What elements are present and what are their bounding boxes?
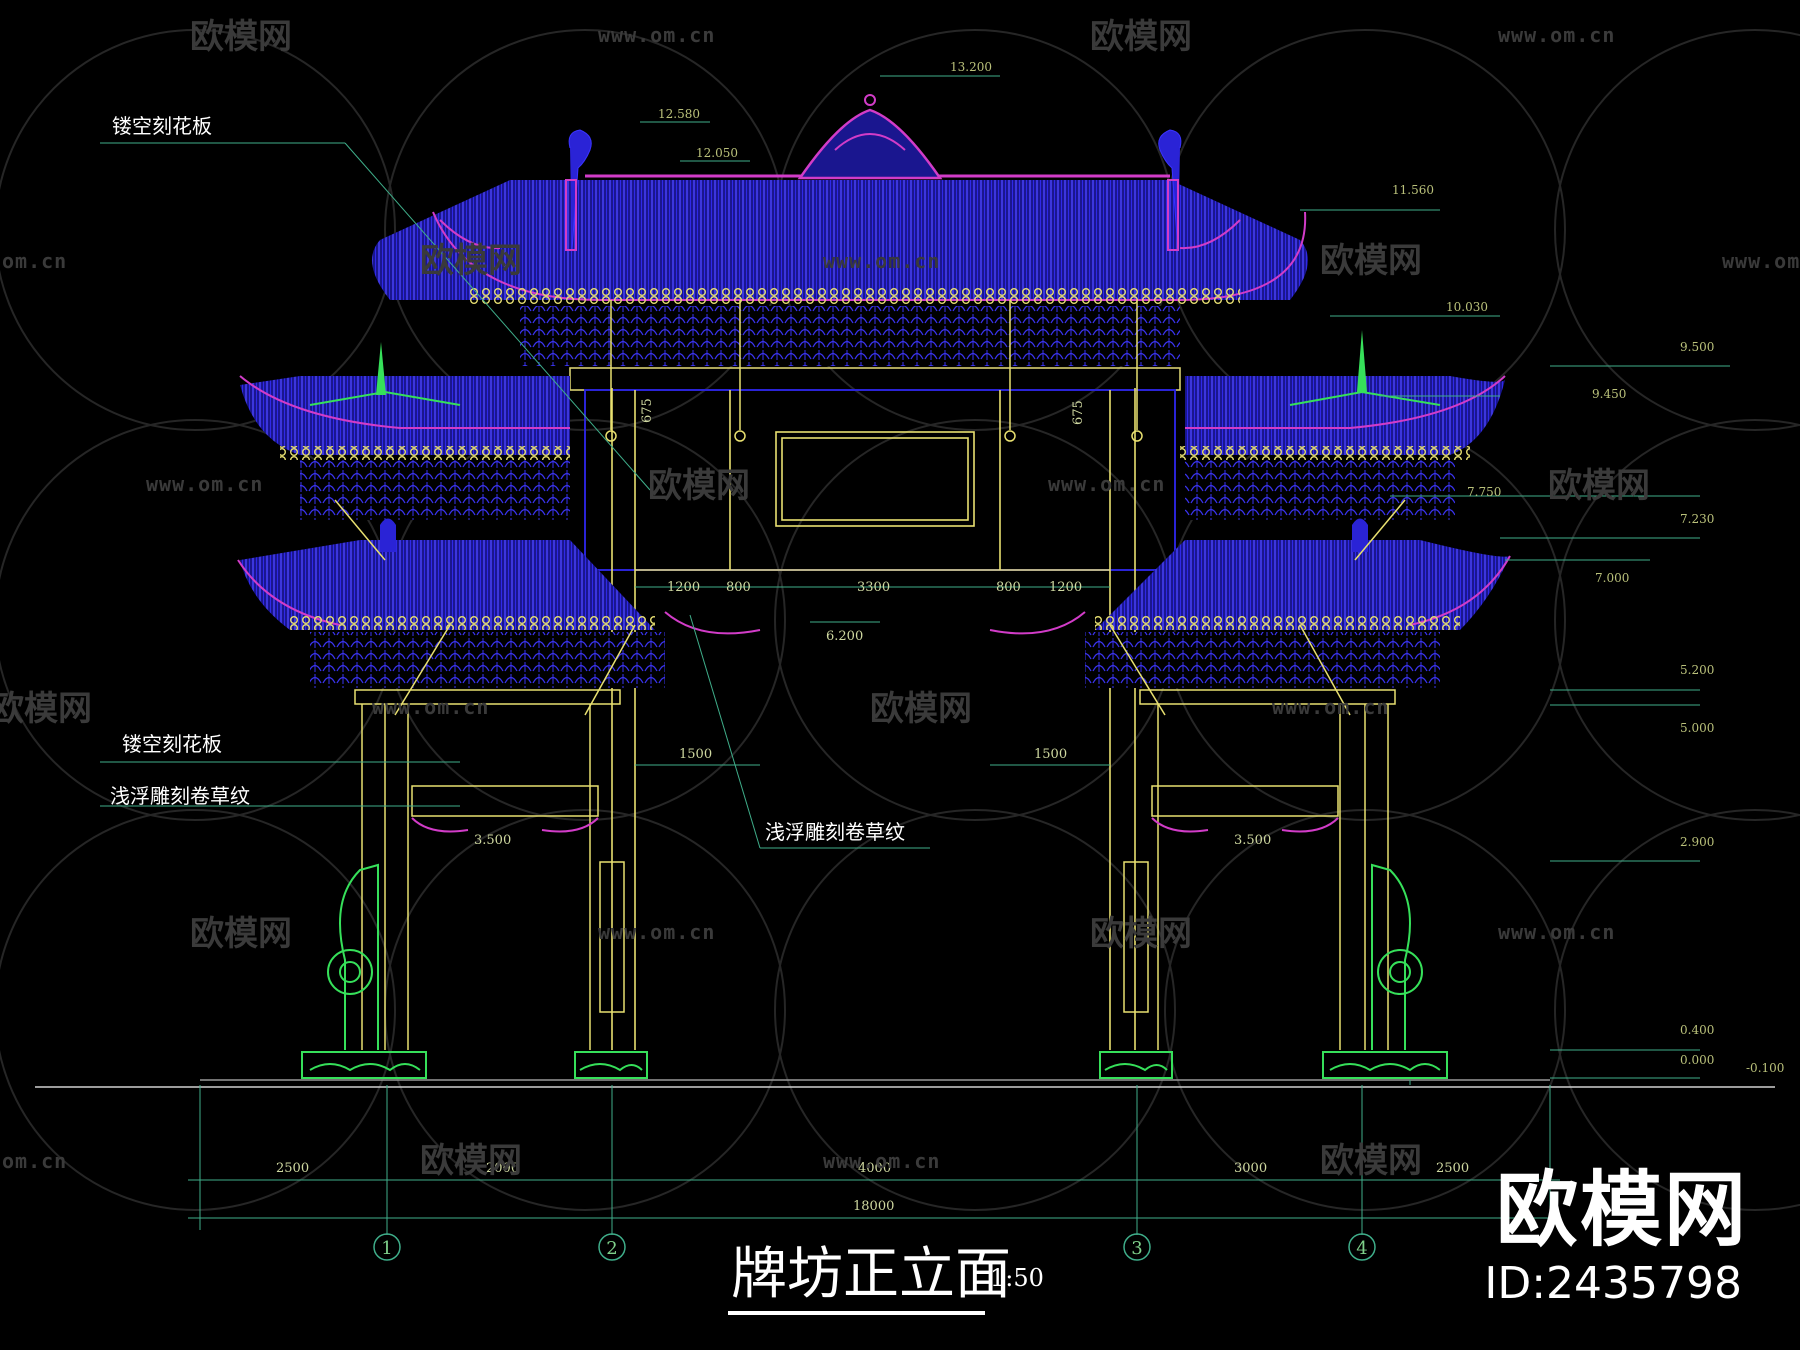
elev-label: 7.750: [1467, 485, 1501, 499]
watermark-url: www.om.cn: [372, 695, 489, 719]
main-roof: [372, 94, 1308, 366]
inner-dim: 1500: [1034, 747, 1067, 762]
watermark-url: www.om.cn: [1272, 695, 1389, 719]
span-dim: 800: [996, 580, 1021, 595]
watermark-brand: 欧模网: [190, 17, 292, 57]
watermark-url: www.om.cn: [598, 920, 715, 944]
note-label: 浅浮雕刻卷草纹: [110, 784, 250, 808]
note-label: 镂空刻花板: [112, 114, 212, 138]
note-label: 镂空刻花板: [122, 732, 222, 756]
elev-label: 9.500: [1680, 340, 1714, 354]
watermark-brand: 欧模网: [420, 241, 522, 281]
watermark-brand: 欧模网: [648, 466, 750, 506]
bottom-dim: 2500: [276, 1161, 309, 1176]
drawing-title: 牌坊正立面: [731, 1242, 1011, 1307]
brand-logo: 欧模网: [1495, 1163, 1748, 1258]
elev-label: 5.000: [1680, 721, 1714, 735]
elev-label: -0.100: [1746, 1061, 1784, 1075]
span-dim: 1200: [667, 580, 700, 595]
elev-label: 13.200: [950, 60, 992, 74]
bottom-dim: 2500: [1436, 1161, 1469, 1176]
inner-dim: 675: [640, 398, 655, 423]
inner-dim: 1500: [679, 747, 712, 762]
elevation-labels: 13.200 12.580 12.050 11.560 10.030 9.500…: [658, 60, 1784, 1075]
inner-dim: 6.200: [826, 629, 863, 644]
annotation-notes: 镂空刻花板 镂空刻花板 浅浮雕刻卷草纹 浅浮雕刻卷草纹: [110, 114, 905, 844]
watermarks: 欧模网 www.om.cn 欧模网 www.om.cn om.cn 欧模网 ww…: [0, 17, 1800, 1181]
watermark-url: www.om.cn: [598, 23, 715, 47]
side-bays: [354, 689, 1396, 1050]
watermark-brand: 欧模网: [0, 689, 92, 729]
central-bay: [569, 367, 1181, 1050]
elev-label: 5.200: [1680, 663, 1714, 677]
watermark-url: www.om.cn: [823, 249, 940, 273]
lower-side-roofs: [237, 518, 1511, 688]
inner-dim: 3.500: [1234, 833, 1271, 848]
elev-label: 0.000: [1680, 1053, 1714, 1067]
watermark-brand: 欧模网: [1320, 1141, 1422, 1181]
elev-label: 7.000: [1595, 571, 1629, 585]
axis-label: 1: [381, 1238, 392, 1259]
total-dim: 18000: [853, 1199, 894, 1214]
watermark-brand: 欧模网: [1320, 241, 1422, 281]
span-dim: 1200: [1049, 580, 1082, 595]
span-dim: 800: [726, 580, 751, 595]
watermark-brand: 欧模网: [1548, 466, 1650, 506]
elev-label: 10.030: [1446, 300, 1488, 314]
elev-label: 12.050: [696, 146, 738, 160]
watermark-url: www.om.cn: [1498, 920, 1615, 944]
axis-label: 4: [1356, 1238, 1367, 1259]
watermark-url: om.cn: [2, 249, 67, 273]
lanterns: [605, 300, 1143, 442]
elev-label: 9.450: [1592, 387, 1626, 401]
axis-label: 3: [1131, 1238, 1142, 1259]
side-bay-brackets: [411, 817, 1339, 833]
watermark-url: www.om.cn: [1048, 472, 1165, 496]
drum-stones: [301, 863, 1448, 1079]
struts: [334, 499, 1406, 716]
inner-dim: 675: [1071, 400, 1086, 425]
note-label: 浅浮雕刻卷草纹: [765, 820, 905, 844]
watermark-brand: 欧模网: [1090, 17, 1192, 57]
watermark-url: om.cn: [2, 1149, 67, 1173]
elev-label: 11.560: [1392, 183, 1434, 197]
watermark-brand: 欧模网: [1090, 914, 1192, 954]
axis-label: 2: [606, 1238, 617, 1259]
inner-dim: 3.500: [474, 833, 511, 848]
ground: [35, 1079, 1775, 1088]
dim-lines: [100, 75, 1730, 1235]
drawing-scale: 1:50: [990, 1264, 1044, 1292]
elev-label: 12.580: [658, 107, 700, 121]
watermark-brand: 欧模网: [420, 1141, 522, 1181]
watermark-brand: 欧模网: [870, 689, 972, 729]
elev-label: 7.230: [1680, 512, 1714, 526]
span-dimensions: 1200 800 3300 800 1200 675 675 6.200 150…: [276, 398, 1469, 1214]
watermark-url: www.om.cn: [1498, 23, 1615, 47]
span-dim: 3300: [857, 580, 890, 595]
bottom-dim: 2000: [486, 1161, 519, 1176]
axis-labels: 1 2 3 4: [381, 1238, 1367, 1259]
elev-label: 2.900: [1680, 835, 1714, 849]
axis-bubbles: [373, 1233, 1376, 1261]
watermark-url: www.om.cn: [146, 472, 263, 496]
watermark-url: www.om.cn: [1722, 249, 1800, 273]
watermark-url: www.om.cn: [823, 1149, 940, 1173]
brand-id: ID:2435798: [1484, 1258, 1742, 1309]
bottom-dim: 4000: [858, 1161, 891, 1176]
elev-label: 0.400: [1680, 1023, 1714, 1037]
bottom-dim: 3000: [1234, 1161, 1267, 1176]
watermark-brand: 欧模网: [190, 914, 292, 954]
